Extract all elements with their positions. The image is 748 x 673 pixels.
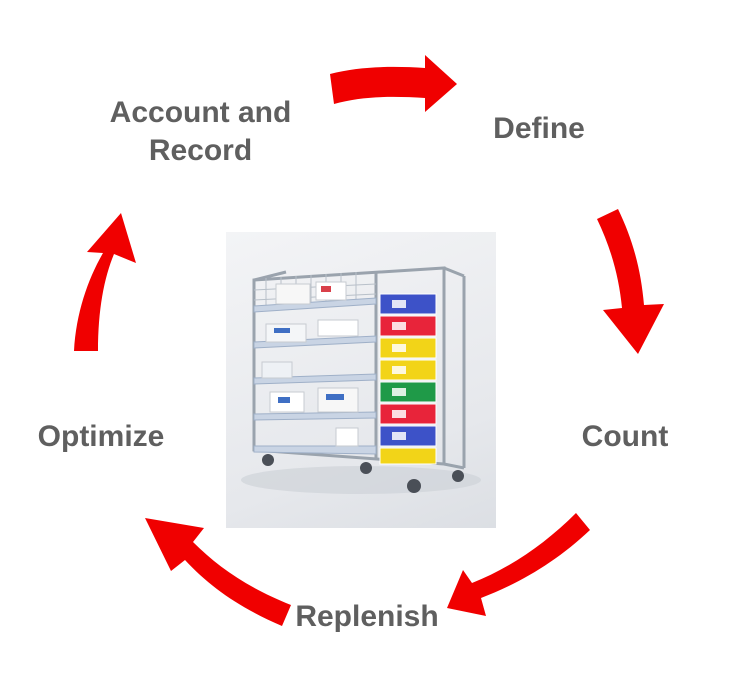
step-label-replenish: Replenish bbox=[288, 598, 446, 636]
arrow-account-to-define bbox=[330, 55, 457, 112]
arrow-optimize-to-account bbox=[74, 213, 136, 351]
step-label-line: Replenish bbox=[295, 600, 439, 633]
step-label-count: Count bbox=[577, 418, 673, 456]
supply-cart-image bbox=[226, 232, 496, 528]
step-label-define: Define bbox=[486, 110, 592, 148]
step-label-line: Count bbox=[581, 420, 669, 453]
step-label-optimize: Optimize bbox=[28, 418, 174, 456]
step-label-line: Record bbox=[148, 133, 253, 167]
step-label-account-and-record: Account and Record bbox=[98, 94, 303, 169]
step-label-line: Optimize bbox=[37, 420, 165, 453]
arrow-count-to-replenish bbox=[447, 513, 590, 616]
step-label-line: Account and bbox=[109, 96, 292, 129]
supply-cart-drawing bbox=[241, 266, 481, 494]
step-label-line: Define bbox=[493, 112, 585, 145]
arrow-replenish-to-optimize bbox=[145, 518, 291, 626]
arrow-define-to-count bbox=[597, 209, 664, 354]
